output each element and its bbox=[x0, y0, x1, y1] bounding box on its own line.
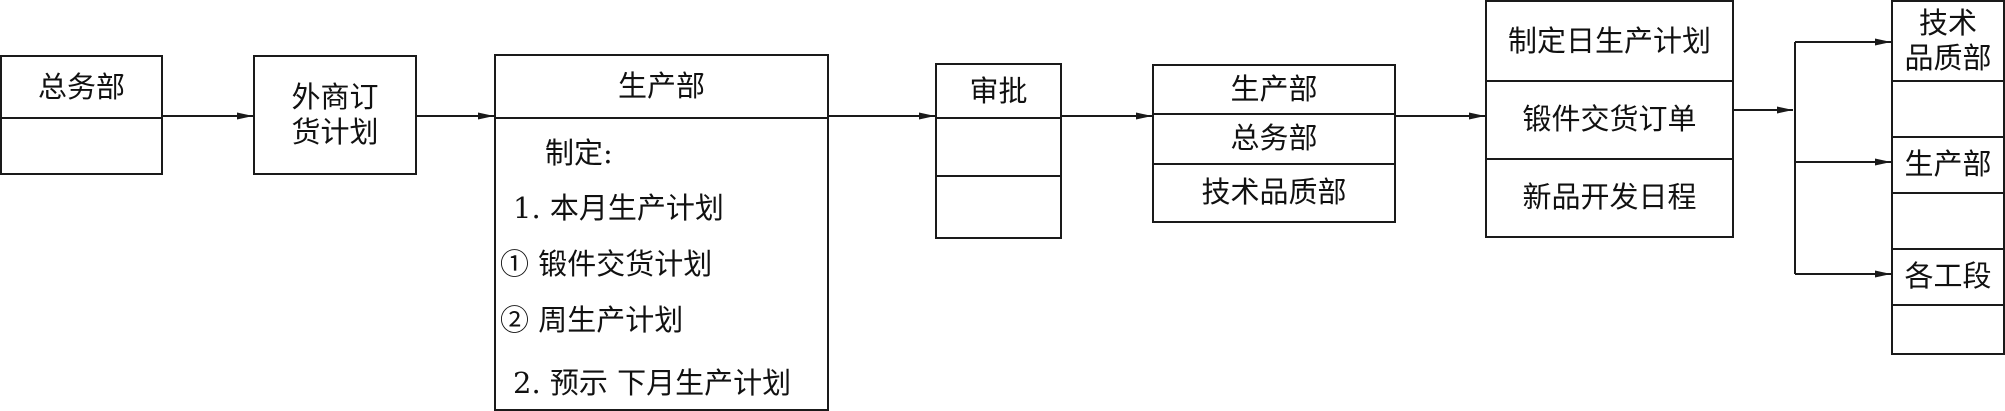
production-line-next-month: 2. 预示 下月生产计划 bbox=[513, 366, 792, 400]
departments-box: 生产部 总务部 技术品质部 bbox=[1152, 64, 1396, 223]
departments-divider-1 bbox=[1154, 113, 1394, 115]
foreign-order-plan-box: 外商订 货计划 bbox=[253, 55, 417, 175]
production-dept-divider bbox=[496, 117, 827, 119]
receivers-divider-3 bbox=[1893, 192, 2003, 194]
receivers-box: 技术 品质部 生产部 各工段 bbox=[1891, 0, 2005, 355]
general-affairs-title: 总务部 bbox=[37, 69, 125, 104]
production-line-define: 制定: bbox=[545, 136, 613, 170]
approval-divider-2 bbox=[937, 175, 1060, 177]
receiver-production: 生产部 bbox=[1904, 146, 1992, 181]
production-line-forging-delivery: ① 锻件交货计划 bbox=[500, 247, 713, 281]
foreign-order-plan-title: 外商订 货计划 bbox=[291, 80, 379, 149]
receiver-tech-quality: 技术 品质部 bbox=[1904, 6, 1992, 75]
receivers-divider-5 bbox=[1893, 304, 2003, 306]
production-dept-box: 生产部 制定: 1. 本月生产计划 ① 锻件交货计划 ② 周生产计划 2. 预示… bbox=[494, 54, 829, 411]
receiver-sections: 各工段 bbox=[1904, 258, 1992, 293]
outputs-divider-1 bbox=[1487, 80, 1732, 82]
departments-row-tech-quality: 技术品质部 bbox=[1201, 174, 1347, 209]
departments-row-production: 生产部 bbox=[1230, 72, 1318, 107]
approval-title: 审批 bbox=[969, 73, 1028, 108]
outputs-row-forging-order: 锻件交货订单 bbox=[1522, 101, 1697, 136]
receivers-divider-1 bbox=[1893, 80, 2003, 82]
departments-row-general-affairs: 总务部 bbox=[1230, 120, 1318, 155]
receivers-divider-4 bbox=[1893, 248, 2003, 250]
production-line-monthly-plan: 1. 本月生产计划 bbox=[513, 191, 724, 225]
outputs-row-new-product-schedule: 新品开发日程 bbox=[1522, 179, 1697, 214]
production-dept-title: 生产部 bbox=[617, 69, 705, 104]
general-affairs-divider bbox=[2, 117, 161, 119]
general-affairs-box: 总务部 bbox=[0, 55, 163, 175]
receivers-divider-2 bbox=[1893, 136, 2003, 138]
outputs-divider-2 bbox=[1487, 158, 1732, 160]
production-line-weekly-plan: ② 周生产计划 bbox=[500, 303, 684, 337]
approval-divider-1 bbox=[937, 117, 1060, 119]
departments-divider-2 bbox=[1154, 163, 1394, 165]
outputs-box: 制定日生产计划 锻件交货订单 新品开发日程 bbox=[1485, 0, 1734, 238]
outputs-row-daily-plan: 制定日生产计划 bbox=[1507, 23, 1711, 58]
approval-box: 审批 bbox=[935, 63, 1062, 239]
